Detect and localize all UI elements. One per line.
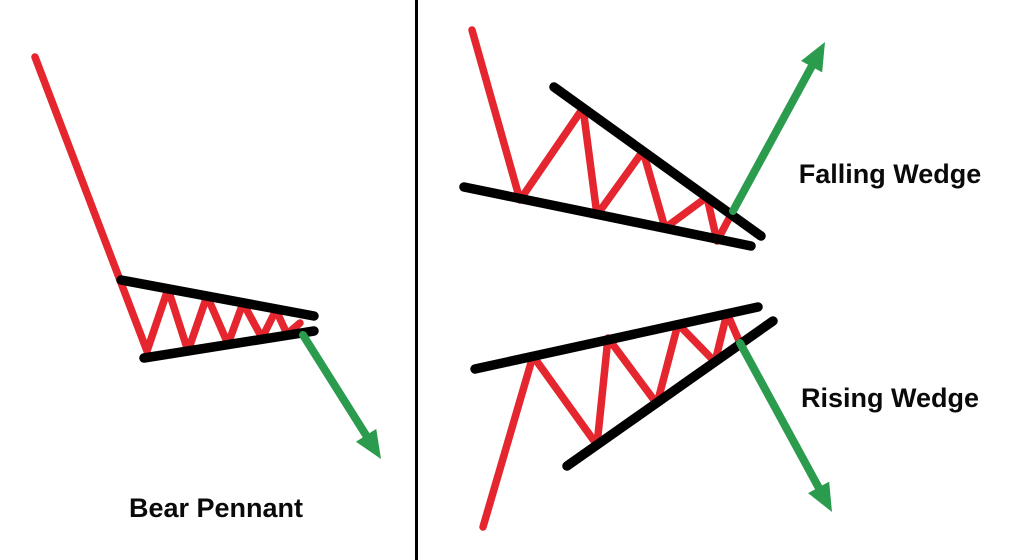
breakdown-arrow-head: [355, 428, 381, 459]
breakdown-arrow-shaft: [299, 331, 371, 440]
bear-pennant-label: Bear Pennant: [128, 493, 304, 523]
downtrend-price-zigzag: [468, 26, 737, 245]
falling-wedge-drawing: [459, 26, 825, 251]
lower-trendline: [139, 326, 319, 363]
upper-trendline: [549, 82, 766, 241]
breakout-arrow-shaft: [729, 62, 816, 215]
uptrend-price-zigzag: [479, 309, 744, 531]
lower-trendline: [459, 182, 756, 251]
breakdown-arrow-shaft: [736, 339, 823, 492]
rising-wedge-drawing: [470, 302, 832, 531]
upper-trendline: [116, 275, 319, 321]
falling-wedge-label: Falling Wedge: [798, 159, 982, 189]
breakout-arrow-head: [801, 42, 825, 73]
panel-divider: [415, 0, 418, 560]
bear-pennant-drawing: [31, 53, 381, 459]
upper-trendline: [470, 302, 763, 374]
breakdown-arrow-head: [808, 481, 832, 512]
rising-wedge-label: Rising Wedge: [800, 383, 980, 413]
